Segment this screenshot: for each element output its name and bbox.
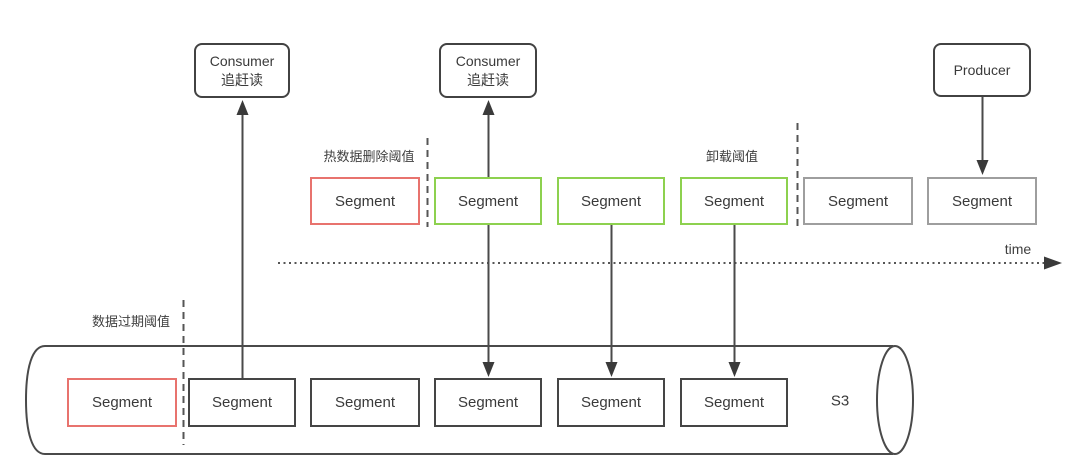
segment-label: Segment bbox=[334, 192, 396, 210]
cylinder-right-cap bbox=[876, 345, 914, 455]
arrow-s3-to-consumer1 bbox=[236, 100, 249, 378]
s3-segment-6: Segment bbox=[680, 378, 788, 427]
broker-segment-green-2: Segment bbox=[557, 177, 665, 225]
consumer1-box: Consumer 追赶读 bbox=[194, 43, 290, 98]
arrow-offload-3 bbox=[728, 225, 741, 377]
consumer1-title: Consumer bbox=[209, 52, 275, 69]
broker-segment-green-1: Segment bbox=[434, 177, 542, 225]
s3-segment-3: Segment bbox=[310, 378, 420, 427]
segment-label: Segment bbox=[457, 394, 519, 411]
cylinder-body bbox=[24, 345, 893, 455]
arrow-offload-2 bbox=[605, 225, 618, 377]
hot-delete-threshold-label: 热数据删除阈值 bbox=[323, 149, 415, 164]
segment-label: Segment bbox=[827, 192, 889, 210]
time-axis-arrow bbox=[278, 256, 1062, 270]
broker-segment-green-3: Segment bbox=[680, 177, 788, 225]
consumer2-box: Consumer 追赶读 bbox=[439, 43, 537, 98]
broker-segment-active-1: Segment bbox=[803, 177, 913, 225]
s3-cylinder bbox=[24, 345, 914, 455]
consumer2-title: Consumer bbox=[455, 52, 521, 69]
offload-threshold-label: 卸载阈值 bbox=[705, 149, 759, 164]
segment-label: Segment bbox=[211, 394, 273, 411]
s3-segment-5: Segment bbox=[557, 378, 665, 427]
arrow-producer-to-segment bbox=[976, 97, 989, 175]
consumer2-subtitle: 追赶读 bbox=[467, 71, 509, 88]
segment-label: Segment bbox=[334, 394, 396, 411]
broker-segment-active-2: Segment bbox=[927, 177, 1037, 225]
segment-label: Segment bbox=[580, 394, 642, 411]
time-label: time bbox=[1004, 241, 1032, 257]
producer-label: Producer bbox=[953, 61, 1011, 78]
consumer1-subtitle: 追赶读 bbox=[221, 71, 263, 88]
segment-label: Segment bbox=[91, 394, 153, 411]
s3-segment-2: Segment bbox=[188, 378, 296, 427]
arrow-segment-to-consumer2 bbox=[482, 100, 495, 177]
s3-segment-4: Segment bbox=[434, 378, 542, 427]
segment-label: Segment bbox=[951, 192, 1013, 210]
broker-segment-expired: Segment bbox=[310, 177, 420, 225]
segment-label: Segment bbox=[580, 192, 642, 210]
s3-segment-expired: Segment bbox=[67, 378, 177, 427]
segment-label: Segment bbox=[457, 192, 519, 210]
expire-threshold-label: 数据过期阈值 bbox=[91, 314, 171, 329]
producer-box: Producer bbox=[933, 43, 1031, 97]
s3-label: S3 bbox=[830, 392, 850, 410]
segment-label: Segment bbox=[703, 192, 765, 210]
arrow-offload-1 bbox=[482, 225, 495, 377]
segment-label: Segment bbox=[703, 394, 765, 411]
